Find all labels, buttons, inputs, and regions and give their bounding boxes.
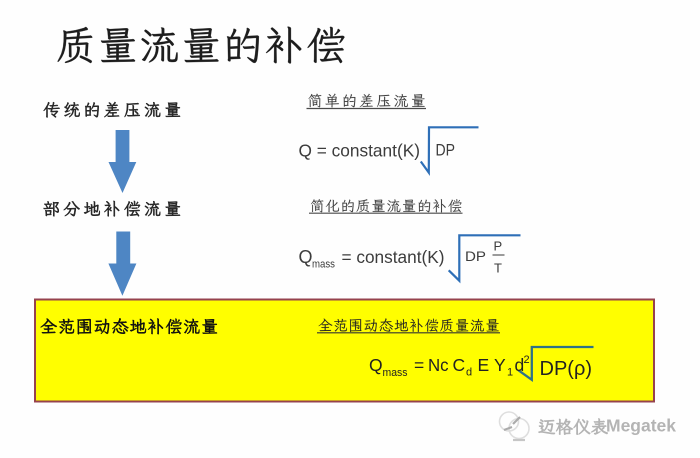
svg-text:T: T bbox=[494, 261, 502, 276]
svg-text:d: d bbox=[515, 355, 525, 375]
svg-text:mass: mass bbox=[383, 367, 408, 379]
svg-text:Megatek: Megatek bbox=[606, 416, 676, 436]
svg-text:E: E bbox=[478, 355, 490, 375]
svg-text:=: = bbox=[414, 355, 424, 375]
svg-text:Q = constant(K): Q = constant(K) bbox=[299, 141, 421, 161]
svg-text:DP: DP bbox=[436, 141, 456, 160]
svg-text:mass: mass bbox=[312, 259, 335, 271]
svg-text:d: d bbox=[466, 367, 472, 379]
svg-text:Q: Q bbox=[369, 355, 383, 375]
svg-text:Q: Q bbox=[299, 247, 313, 267]
svg-text:1: 1 bbox=[507, 367, 513, 379]
svg-text:DP(ρ): DP(ρ) bbox=[540, 357, 593, 380]
svg-text:Nc: Nc bbox=[428, 355, 449, 375]
svg-text:2: 2 bbox=[524, 354, 530, 366]
svg-text:P: P bbox=[494, 239, 503, 254]
svg-text:= constant(K): = constant(K) bbox=[342, 247, 445, 267]
svg-text:DP: DP bbox=[465, 249, 486, 264]
svg-text:Y: Y bbox=[494, 355, 506, 375]
svg-text:C: C bbox=[453, 355, 466, 375]
